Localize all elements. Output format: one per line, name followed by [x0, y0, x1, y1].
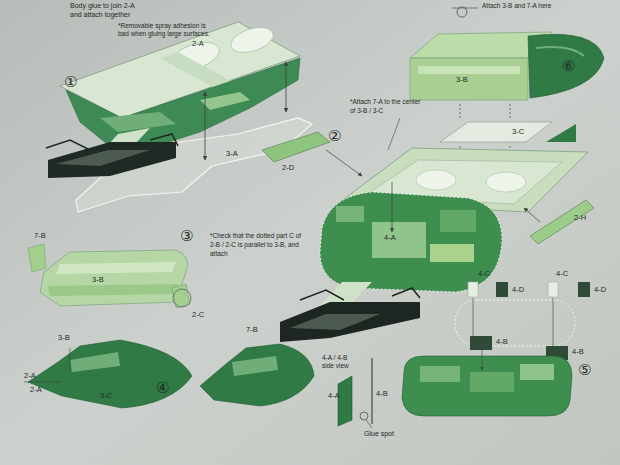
note-text: *Check that the dotted part C of: [210, 232, 301, 239]
part-label: 2-H: [574, 214, 586, 222]
step-number: ④: [156, 380, 169, 397]
step-five-figure: [402, 282, 590, 416]
step-number: ⑤: [578, 362, 591, 379]
step-number: ①: [64, 74, 77, 91]
step-number: ②: [328, 128, 341, 145]
note-text: bad when gluing large surfaces.: [118, 30, 210, 37]
part-label: 2-C: [192, 311, 204, 319]
part-label: 4-D: [594, 286, 606, 294]
part-label: 2-A: [30, 386, 42, 394]
part-label: 4-A: [384, 234, 396, 242]
step-three-figure: [28, 244, 191, 308]
step-number: ③: [180, 228, 193, 245]
part-label: 4-B: [376, 390, 388, 398]
part-label: 4-B: [572, 348, 584, 356]
part-label: 4-C: [556, 270, 568, 278]
part-label: 4-D: [512, 286, 524, 294]
part-label: 4-C: [478, 270, 490, 278]
part-label: 2-A: [24, 372, 36, 380]
part-label: 3-B: [456, 76, 468, 84]
part-label: 2-D: [282, 164, 294, 172]
note-text: 2-B / 2-C is parallel to 3-B, and: [210, 241, 299, 248]
note-text: and attach together: [70, 11, 130, 19]
part-label: 3-C: [100, 392, 112, 400]
part-label: 4-A / 4-B: [322, 354, 347, 361]
part-label: 7-B: [34, 232, 46, 240]
note-text: side view: [322, 362, 349, 369]
step-two-figure: [262, 118, 594, 342]
part-label: 3-A: [226, 150, 238, 158]
step-four-figure: [24, 340, 314, 408]
step-number: ⑥: [562, 58, 575, 75]
part-label: 3-B: [58, 334, 70, 342]
note-text: Glue spot: [364, 430, 394, 438]
note-text: Attach 3-B and 7-A here: [482, 2, 551, 9]
part-label: 4-B: [496, 338, 508, 346]
note-text: *Attach 7-A to the center: [350, 98, 420, 105]
note-text: of 3-B / 3-C: [350, 107, 383, 114]
part-label: 3-C: [512, 128, 524, 136]
note-text: attach: [210, 250, 228, 257]
part-label: 7-B: [246, 326, 258, 334]
part-label: 4-A: [328, 392, 340, 400]
step-six-figure: [410, 7, 604, 160]
part-label: 3-B: [92, 276, 104, 284]
note-text: *Removable spray adhesion is: [118, 22, 206, 29]
step-one-figure: [46, 22, 312, 212]
part-label: 2-A: [192, 40, 204, 48]
note-text: Body glue to join 2-A: [70, 2, 135, 10]
